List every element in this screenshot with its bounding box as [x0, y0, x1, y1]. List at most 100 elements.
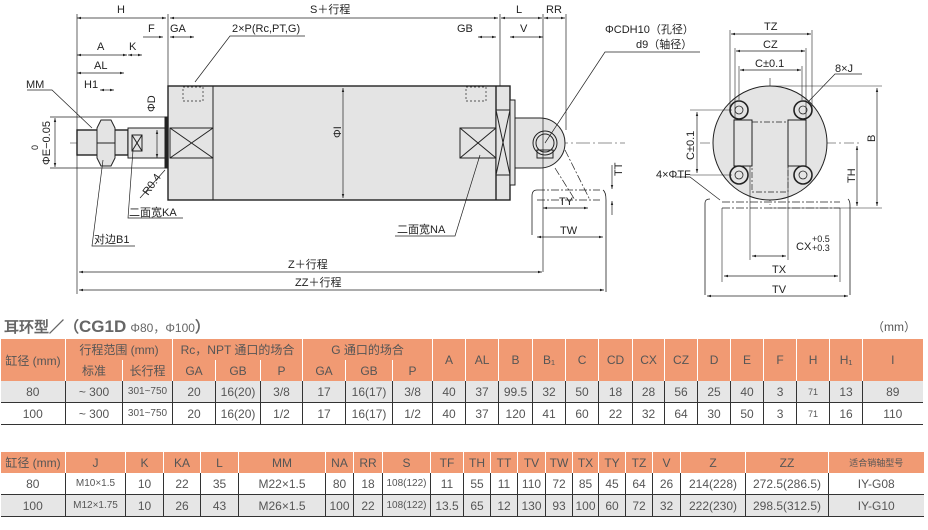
table-cell: 22 [353, 494, 383, 517]
table-cell: 108(122) [382, 494, 431, 517]
header-col: I [862, 339, 923, 381]
dim-GB: GB [457, 23, 473, 35]
table-cell: 12 [490, 494, 518, 517]
dim-TH: TH [846, 168, 858, 183]
header-col: KA [163, 452, 201, 473]
label-MM: MM [26, 79, 44, 91]
title-close: ） [194, 319, 210, 336]
dim-TW: TW [560, 225, 578, 237]
table-cell: 50 [730, 402, 764, 425]
table-cell: 3/8 [392, 381, 433, 403]
table-cell: 301~750 [121, 381, 173, 403]
table-cell: 100 [0, 402, 66, 425]
header-col: MM [238, 452, 326, 473]
table-cell: 60 [598, 494, 626, 517]
header-col: CX [632, 339, 665, 381]
table-cell: 100 [0, 494, 66, 517]
table-cell: M10×1.5 [65, 473, 126, 495]
dim-RR: RR [546, 4, 562, 16]
dimensions-table-1: 缸径 (mm) 行程范围 (mm) Rc，NPT 通口的场合 G 通口的场合 A… [0, 339, 923, 425]
table-cell: 20 [172, 402, 216, 425]
end-view [675, 30, 882, 298]
table-cell: 13.5 [430, 494, 464, 517]
section-title: 耳环型／（CG1D Φ80，Φ100） [4, 316, 210, 337]
table-cell: 17 [302, 381, 346, 403]
dim-E: ΦE−0.05 [41, 121, 53, 165]
header-col: CD [598, 339, 633, 381]
dim-CX: CX [796, 241, 812, 253]
dim-H: H [117, 4, 125, 16]
header-col: TV [517, 452, 546, 473]
end-view-labels: TZ CZ C±0.1 8×J B TH C±0.1 4×ΦTF CX +0.5… [656, 21, 878, 296]
table-cell: 56 [664, 381, 698, 403]
table-cell: 89 [862, 381, 923, 403]
header-standard: 标准 [65, 360, 123, 381]
header-col: B [498, 339, 533, 381]
table-cell: 3 [763, 402, 797, 425]
header-col: TZ [625, 452, 653, 473]
header-col: P [260, 360, 303, 381]
dim-CX-tol-down: +0.3 [812, 243, 830, 253]
dim-C-top: C±0.1 [755, 58, 784, 70]
header-col: GA [302, 360, 346, 381]
table-cell: 16(17) [345, 381, 393, 403]
dim-B: B [866, 135, 878, 142]
table-cell: IY-G08 [828, 473, 924, 495]
table-cell: 32 [632, 402, 665, 425]
table-cell: 80 [325, 473, 354, 495]
table-cell: 72 [545, 473, 573, 495]
table-cell: 1/2 [260, 402, 303, 425]
dim-K: K [129, 41, 137, 53]
table-cell: 64 [664, 402, 698, 425]
header-col: ZZ [745, 452, 829, 473]
table-cell: 16 [829, 402, 863, 425]
header-col: F [763, 339, 797, 381]
label-ports: 2×P(Rc,PT,G) [232, 23, 300, 35]
table-cell: 37 [465, 402, 499, 425]
table-cell: 43 [200, 494, 239, 517]
header-col: GB [215, 360, 261, 381]
table-cell: M26×1.5 [238, 494, 326, 517]
title-type: 耳环型／（ [4, 319, 80, 336]
dim-S: S＋行程 [310, 3, 350, 16]
table-cell: 99.5 [498, 381, 533, 403]
dim-E-tolerance: 0 [30, 145, 40, 150]
dim-Z: Z＋行程 [288, 258, 328, 271]
header-rc-npt-port: Rc，NPT 通口的场合 [172, 339, 303, 360]
table-cell: 1/2 [392, 402, 433, 425]
title-sizes: Φ80，Φ100 [130, 321, 195, 335]
table-cell: 64 [625, 473, 653, 495]
header-col: L [200, 452, 239, 473]
header-long-stroke: 长行程 [121, 360, 173, 381]
table-cell: 11 [430, 473, 464, 495]
dim-ZZ: ZZ＋行程 [295, 276, 341, 289]
dim-TY: TY [559, 196, 574, 208]
table-cell: 16(20) [215, 381, 261, 403]
table-cell: IY-G10 [828, 494, 924, 517]
table-cell: 17 [302, 402, 346, 425]
label-NA: 二面宽NA [397, 222, 446, 236]
dim-H1: H1 [84, 79, 98, 91]
label-TF: 4×ΦTF [656, 169, 691, 181]
header-col: NA [325, 452, 354, 473]
header-col: V [652, 452, 681, 473]
header-col: S [382, 452, 431, 473]
table-cell: 110 [517, 473, 546, 495]
table-cell: 272.5(286.5) [745, 473, 829, 495]
header-col: TF [430, 452, 464, 473]
table-cell: 100 [572, 494, 599, 517]
header-col: A [432, 339, 466, 381]
table-cell: 37 [465, 381, 499, 403]
table-cell: 130 [517, 494, 546, 517]
table-cell: M22×1.5 [238, 473, 326, 495]
table-cell: 100 [325, 494, 354, 517]
table-cell: 40 [432, 402, 466, 425]
label-B1: 对边B1 [94, 232, 129, 246]
table-cell: 71 [796, 402, 830, 425]
table-cell: 55 [463, 473, 491, 495]
table-cell: ~ 300 [65, 381, 123, 403]
dim-C-left: C±0.1 [685, 131, 697, 160]
table-cell: 120 [498, 402, 533, 425]
